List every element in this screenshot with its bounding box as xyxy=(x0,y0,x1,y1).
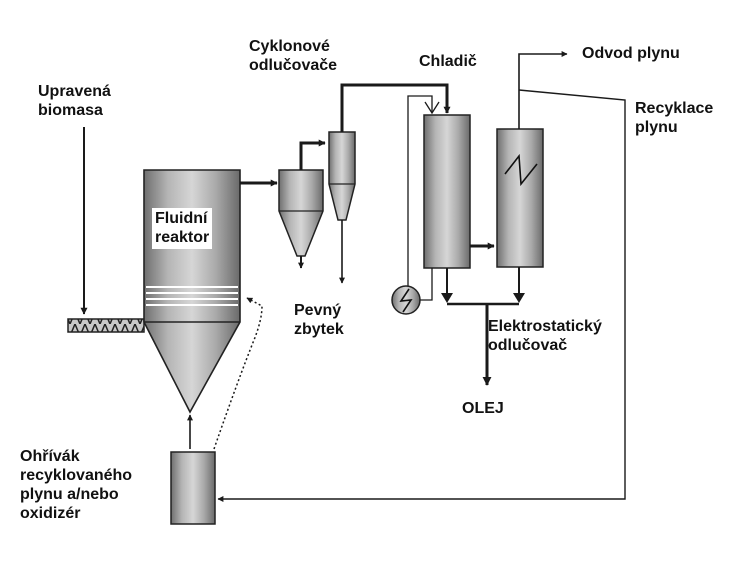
coolant-pump xyxy=(391,285,421,315)
label-solid-residue: Pevný zbytek xyxy=(294,302,344,338)
cooler xyxy=(423,114,471,269)
gas-recycle-line xyxy=(217,89,626,502)
label-electrostatic-precipitator: Elektrostatický odlučovač xyxy=(488,318,602,354)
label-gas-outlet: Odvod plynu xyxy=(582,45,680,62)
label-gas-recycle: Recyklace plynu xyxy=(635,100,714,136)
heater-to-bed-dotted xyxy=(213,297,263,450)
label-heater: Ohřívák recyklovaného plynu a/nebo oxidi… xyxy=(20,448,133,522)
label-cyclones: Cyklonové odlučovače xyxy=(249,38,338,74)
fluidized-reactor xyxy=(143,169,241,414)
cyclone-2 xyxy=(328,131,356,221)
label-oil: OLEJ xyxy=(462,400,504,417)
gas-outlet-line xyxy=(518,51,568,129)
gas-heater xyxy=(170,451,216,525)
cyclone-to-cooler-arrow xyxy=(340,83,451,132)
label-fluid-reactor: Fluidní reaktor xyxy=(152,208,213,249)
electrostatic-precipitator xyxy=(496,128,544,268)
label-biomass: Upravená biomasa xyxy=(38,83,111,119)
coolant-loop xyxy=(407,95,433,301)
label-cooler: Chladič xyxy=(419,53,477,70)
screw-feeder xyxy=(67,318,145,333)
cyclone-1 xyxy=(278,169,324,257)
cyclone-1-to-2-arrow xyxy=(299,139,326,170)
